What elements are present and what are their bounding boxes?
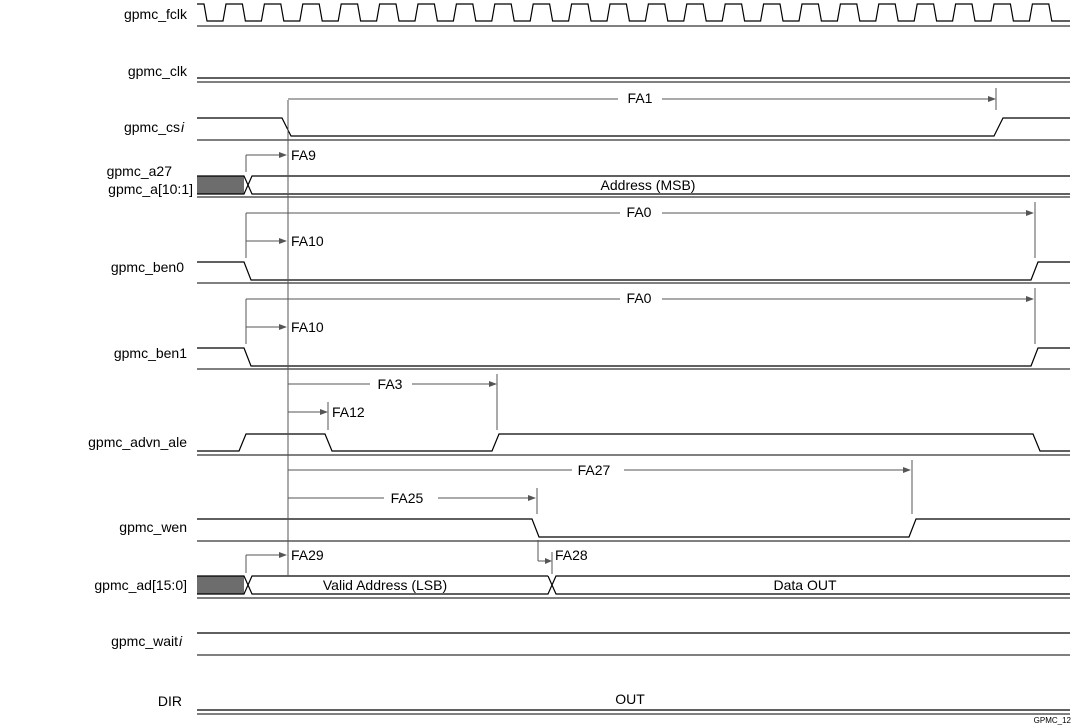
- a-bus-undefined: [197, 176, 244, 194]
- figure-id: GPMC_12: [1034, 716, 1072, 725]
- row-separators: [197, 25, 1070, 715]
- svg-text:FA28: FA28: [555, 547, 588, 563]
- csi-waveform: [197, 117, 1070, 137]
- ad-bus-address-value: Valid Address (LSB): [323, 577, 447, 593]
- label-dir: DIR: [158, 693, 182, 709]
- label-gpmc-fclk: gpmc_fclk: [124, 6, 188, 22]
- svg-text:FA27: FA27: [578, 462, 611, 478]
- a-bus-waveform: [197, 175, 1070, 195]
- timing-fa10-ben1: FA10: [246, 319, 324, 335]
- timing-fa0-ben1: FA0: [245, 288, 1036, 344]
- ad-bus-waveform: [197, 575, 1070, 595]
- svg-text:FA25: FA25: [391, 490, 424, 506]
- timing-fa29: FA29: [245, 547, 324, 573]
- ad-bus-data-value: Data OUT: [773, 577, 836, 593]
- svg-text:FA10: FA10: [291, 233, 324, 249]
- advn-ale-waveform: [197, 433, 1070, 452]
- timing-fa12: FA12: [288, 402, 365, 430]
- wen-waveform: [197, 518, 1070, 538]
- timing-fa25: FA25: [288, 488, 538, 514]
- svg-text:FA29: FA29: [291, 547, 324, 563]
- label-gpmc-wait-suffix: i: [179, 633, 183, 649]
- svg-text:FA9: FA9: [291, 147, 316, 163]
- label-gpmc-ben0: gpmc_ben0: [111, 259, 184, 275]
- timing-fa28: FA28: [537, 540, 588, 574]
- label-gpmc-ad: gpmc_ad[15:0]: [94, 577, 187, 593]
- label-gpmc-ben1: gpmc_ben1: [114, 345, 187, 361]
- label-gpmc-csi: gpmc_cs: [124, 119, 180, 135]
- label-gpmc-a10-1: gpmc_a[10:1]: [108, 181, 193, 197]
- fclk-waveform: [197, 3, 1070, 22]
- timing-fa9: FA9: [245, 147, 316, 172]
- ben1-waveform: [197, 347, 1070, 367]
- label-gpmc-advn-ale: gpmc_advn_ale: [88, 434, 187, 450]
- ben0-waveform: [197, 261, 1070, 281]
- timing-fa0-ben0: FA0: [245, 202, 1036, 258]
- label-gpmc-wait: gpmc_wait: [111, 633, 178, 649]
- timing-fa27: FA27: [288, 460, 913, 514]
- timing-fa3: FA3: [288, 374, 498, 430]
- timing-fa1: FA1: [288, 88, 997, 110]
- svg-text:FA12: FA12: [332, 404, 365, 420]
- dir-value: OUT: [615, 691, 645, 707]
- label-gpmc-csi-suffix: i: [181, 119, 185, 135]
- label-gpmc-clk: gpmc_clk: [128, 63, 188, 79]
- svg-text:FA0: FA0: [627, 290, 652, 306]
- label-gpmc-a27: gpmc_a27: [107, 163, 173, 179]
- svg-text:FA1: FA1: [628, 90, 653, 106]
- a-bus-value: Address (MSB): [601, 177, 696, 193]
- svg-text:FA10: FA10: [291, 319, 324, 335]
- ad-bus-undefined: [197, 576, 244, 594]
- label-gpmc-wen: gpmc_wen: [119, 519, 187, 535]
- timing-fa10-ben0: FA10: [246, 233, 324, 249]
- svg-text:FA3: FA3: [378, 376, 403, 392]
- svg-text:FA0: FA0: [627, 204, 652, 220]
